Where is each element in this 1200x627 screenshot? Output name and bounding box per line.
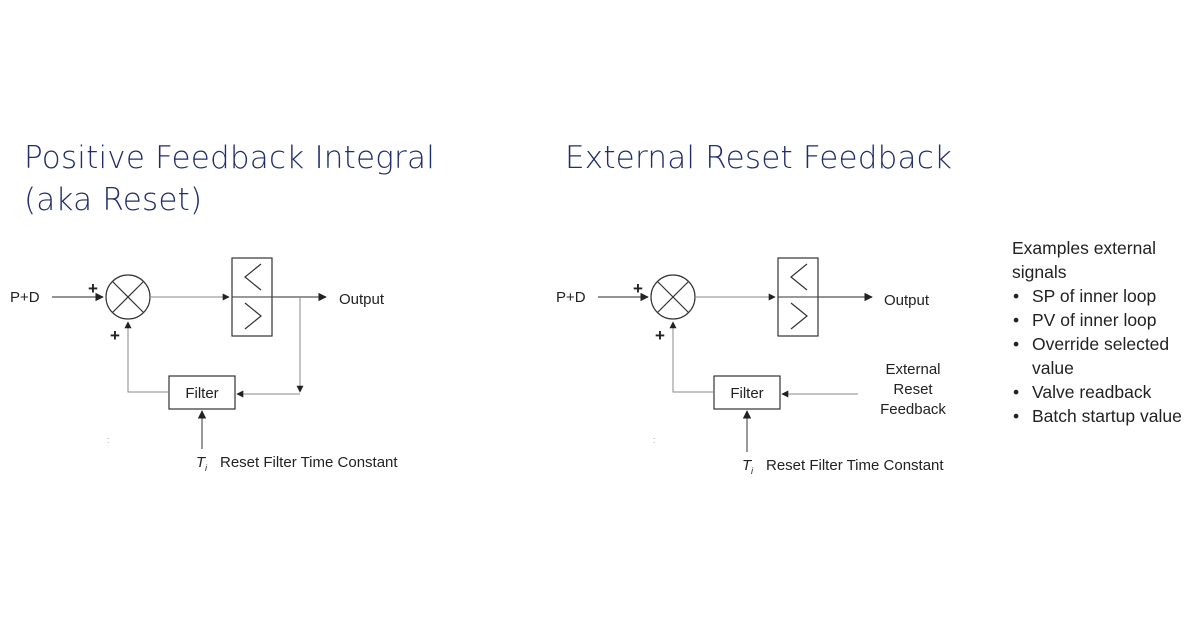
- right-external-line-1: External: [885, 361, 940, 378]
- right-summing-junction: [650, 274, 696, 320]
- examples-title: Examples external signals: [1012, 238, 1156, 282]
- left-input-label: P+D: [10, 289, 40, 306]
- left-title-line-1: Positive Feedback Integral: [24, 140, 436, 176]
- right-external-line-3: Feedback: [880, 401, 946, 418]
- left-time-constant-subscript: i: [205, 463, 208, 473]
- right-time-constant-symbol: T: [742, 457, 753, 474]
- left-filter-block: Filter: [168, 375, 236, 410]
- right-faint-mark: :: [653, 435, 656, 445]
- right-time-constant-label: Reset Filter Time Constant: [766, 457, 944, 474]
- examples-item: Batch startup value: [1012, 404, 1198, 428]
- left-plus-bottom: +: [110, 326, 120, 345]
- examples-item: Valve readback: [1012, 380, 1198, 404]
- right-external-line-2: Reset: [893, 381, 933, 398]
- left-plus-top: +: [88, 279, 98, 298]
- right-output-label: Output: [884, 292, 930, 309]
- left-faint-mark: :: [107, 435, 110, 445]
- left-diagram-title: Positive Feedback Integral (aka Reset): [24, 137, 435, 221]
- left-filter-label: Filter: [185, 385, 218, 402]
- examples-external-signals: Examples external signals SP of inner lo…: [1012, 236, 1198, 428]
- examples-item: PV of inner loop: [1012, 308, 1198, 332]
- right-limiter-block: [777, 257, 819, 337]
- left-title-line-2: (aka Reset): [24, 182, 203, 218]
- examples-list: SP of inner loop PV of inner loop Overri…: [1012, 284, 1198, 428]
- examples-item: Override selected value: [1012, 332, 1198, 380]
- left-diagram: P+D + Output Filter + T i Reset Filter T…: [10, 257, 398, 473]
- right-filter-to-junction-arrow: [669, 321, 714, 393]
- right-plus-bottom: +: [655, 326, 665, 345]
- right-filter-block: Filter: [713, 375, 781, 410]
- right-input-label: P+D: [556, 289, 586, 306]
- right-diagram-title: External Reset Feedback: [565, 140, 953, 176]
- right-diagram: P+D + Output External Reset Feedback Fil…: [556, 257, 946, 476]
- left-time-constant-symbol: T: [196, 454, 207, 471]
- examples-item: SP of inner loop: [1012, 284, 1198, 308]
- left-filter-to-junction-arrow: [124, 321, 169, 393]
- left-summing-junction: [105, 274, 151, 320]
- right-filter-label: Filter: [730, 385, 763, 402]
- left-output-label: Output: [339, 291, 385, 308]
- left-limiter-block: [231, 257, 273, 337]
- right-plus-top: +: [633, 279, 643, 298]
- right-time-constant-subscript: i: [751, 466, 754, 476]
- left-time-constant-label: Reset Filter Time Constant: [220, 454, 398, 471]
